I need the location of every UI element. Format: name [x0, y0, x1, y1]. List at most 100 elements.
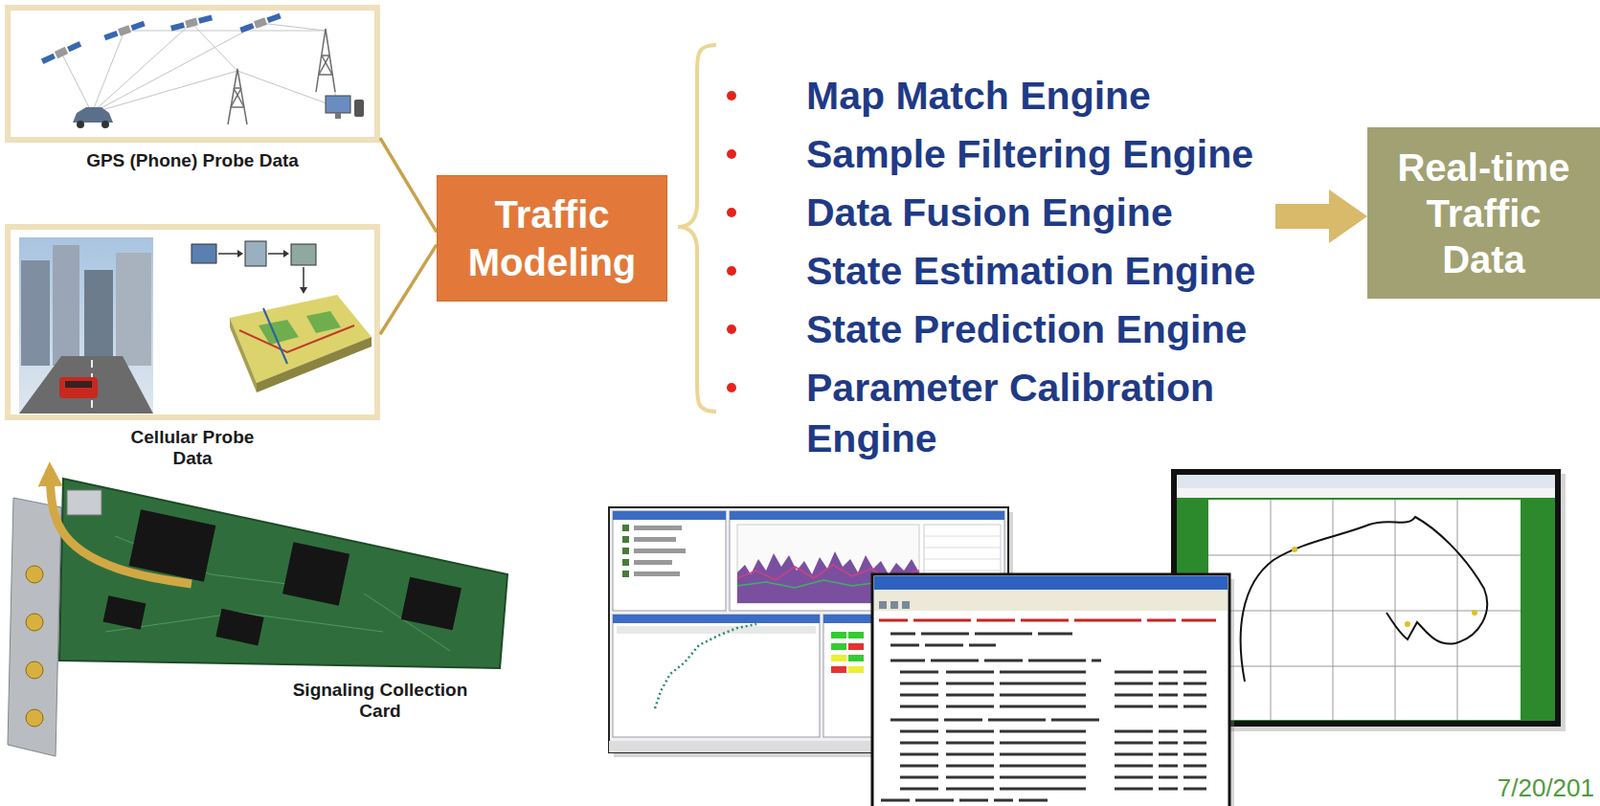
bullet-dot	[726, 90, 737, 101]
console-screenshot	[874, 589, 1228, 600]
gps-illustration	[321, 55, 333, 75]
gps-illustration	[266, 13, 281, 23]
gps-illustration	[130, 21, 145, 31]
box-label: Traffic Modeling	[447, 190, 657, 287]
software-screenshot	[612, 511, 726, 520]
software-screenshot	[622, 536, 630, 543]
gps-illustration	[91, 22, 261, 113]
cellular-illustration	[306, 311, 341, 334]
console-screenshot	[900, 730, 1207, 734]
console-screenshot	[890, 601, 899, 609]
cellular-illustration	[239, 325, 355, 353]
engine-name: Parameter Calibration Engine	[806, 362, 1276, 465]
output-box: Real-time Traffic Data	[1367, 127, 1600, 299]
software-screenshot	[633, 548, 686, 554]
curved-arrow	[49, 469, 192, 585]
gps-illustration	[101, 120, 110, 129]
signaling-card-illustration	[25, 661, 44, 679]
console-screenshot	[901, 601, 910, 609]
software-screenshot	[622, 524, 630, 532]
software-screenshot	[622, 547, 630, 555]
gps-illustration	[76, 120, 85, 129]
console-screenshot	[900, 776, 1207, 780]
cellular-illustration	[237, 249, 244, 258]
connector-line	[380, 245, 437, 336]
gps-illustration	[170, 22, 185, 31]
software-screenshot	[612, 511, 726, 611]
route-plot-screenshot	[1208, 555, 1521, 557]
gps-illustration	[67, 41, 82, 52]
gps-illustration	[54, 46, 68, 59]
gps-illustration	[184, 18, 199, 29]
console-screenshot	[890, 659, 1102, 663]
software-screenshot	[923, 536, 1001, 538]
software-screenshot	[612, 614, 820, 738]
route-plot-screenshot	[1332, 499, 1334, 721]
gps-illustration	[239, 12, 282, 35]
software-screenshot	[622, 559, 630, 566]
process-box: Traffic Modeling	[436, 175, 668, 302]
route-plot-screenshot	[1208, 499, 1521, 721]
gps-illustration	[321, 54, 330, 57]
software-screenshot	[923, 547, 1001, 549]
cellular-illustration	[115, 252, 152, 366]
gps-illustration	[7, 7, 378, 140]
console-screenshot	[890, 644, 996, 648]
cellular-illustration	[268, 252, 284, 255]
list-item: Map Match Engine	[722, 70, 1276, 122]
software-screenshot	[923, 559, 1001, 561]
route-plot-screenshot	[1457, 499, 1459, 721]
gps-illustration	[239, 22, 254, 33]
software-screenshot	[831, 666, 847, 674]
route-plot-screenshot	[1270, 499, 1272, 721]
cellular-illustration	[7, 226, 378, 418]
signaling-card-illustration	[7, 478, 508, 757]
route-plot-screenshot	[1395, 499, 1397, 721]
cellular-illustration	[19, 356, 154, 414]
software-screenshot	[633, 571, 680, 577]
engine-name: State Estimation Engine	[806, 246, 1276, 297]
gps-illustration	[91, 30, 125, 113]
gps-illustration	[260, 22, 326, 31]
console-screenshot	[874, 576, 1228, 590]
gps-illustration	[318, 73, 333, 76]
gps-illustration	[253, 17, 268, 29]
curly-brace	[677, 45, 717, 412]
console-screenshot	[900, 705, 1207, 709]
gps-illustration	[237, 70, 338, 108]
software-screenshot	[633, 537, 677, 542]
probe-image-frame: Cellular Probe Data	[4, 224, 381, 470]
bullet-dot	[726, 383, 737, 393]
software-screenshot	[622, 570, 630, 578]
console-screenshot	[872, 574, 1235, 806]
gps-illustration	[325, 95, 351, 113]
cellular-illustration	[52, 245, 80, 366]
cellular-illustration	[7, 226, 378, 418]
list-item: Sample Filtering Engine	[722, 129, 1276, 181]
engine-name: Data Fusion Engine	[806, 187, 1276, 239]
gps-illustration	[198, 14, 213, 23]
probe-image-frame: GPS (Phone) Probe Data	[4, 4, 381, 172]
console-screenshot	[890, 719, 1102, 722]
route-plot-screenshot	[1240, 517, 1488, 682]
collection-card: Signaling Collection Card	[191, 536, 511, 776]
signaling-card-illustration	[25, 613, 44, 631]
gps-illustration	[61, 22, 338, 113]
software-screenshot	[654, 624, 757, 709]
console-screenshot	[874, 599, 1228, 611]
cellular-illustration	[59, 377, 98, 399]
list-item: Data Fusion Engine	[722, 187, 1276, 239]
cellular-illustration	[191, 244, 217, 264]
signaling-card-illustration	[215, 608, 264, 647]
cellular-illustration	[229, 317, 257, 393]
bullet-dot	[726, 149, 737, 159]
bullet-dot	[726, 324, 737, 335]
console-screenshot	[900, 753, 1207, 757]
gps-illustration	[227, 28, 336, 125]
cellular-illustration	[84, 270, 113, 366]
cellular-illustration	[263, 308, 288, 364]
block-arrow	[1275, 189, 1368, 244]
route-plot-screenshot	[1471, 609, 1478, 616]
